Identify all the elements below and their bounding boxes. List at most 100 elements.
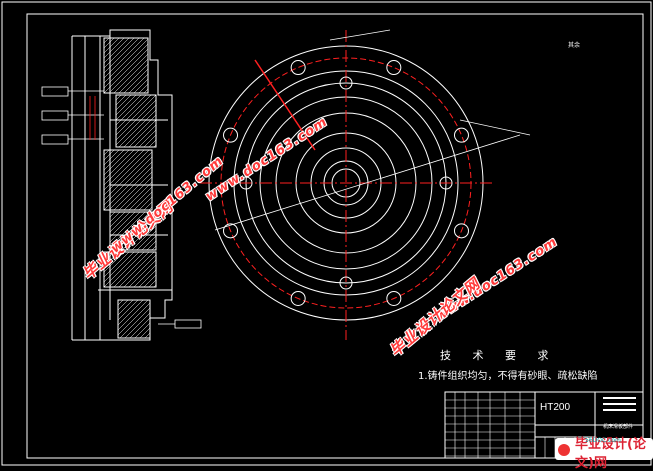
hatch-line xyxy=(103,161,153,211)
hatch-line xyxy=(103,37,110,44)
hatch-line xyxy=(103,37,120,54)
hatch-line xyxy=(103,251,130,278)
hatch-line xyxy=(103,251,110,258)
hatch-line xyxy=(103,37,140,74)
hatch-line xyxy=(128,119,157,148)
hatch-line xyxy=(108,166,153,211)
hatch-line xyxy=(118,63,149,94)
hatch-line xyxy=(138,196,153,211)
hatch-line xyxy=(103,149,145,191)
hatch-line xyxy=(109,211,126,228)
hatch-line xyxy=(108,251,145,288)
section-hatching xyxy=(103,37,157,339)
hatch-line xyxy=(117,299,134,316)
material-label: HT200 xyxy=(540,402,571,413)
hatch-line xyxy=(118,109,157,148)
hatch-line xyxy=(103,37,115,49)
hatch-line xyxy=(103,149,125,171)
hatch-line xyxy=(121,215,157,251)
technical-requirements-title: 技 术 要 求 xyxy=(440,349,558,362)
hatch-line xyxy=(143,274,157,288)
hatch-line xyxy=(134,322,151,339)
hatch-line xyxy=(115,94,122,101)
hatch-line xyxy=(115,94,152,131)
hatch-line xyxy=(143,88,149,94)
hatch-line xyxy=(117,299,144,326)
surface-finish-note: 其余 xyxy=(568,42,581,49)
hatch-line xyxy=(103,37,135,69)
hatch-line xyxy=(129,317,151,339)
hatch-line xyxy=(108,53,149,94)
hatch-line xyxy=(109,211,116,218)
hatch-line xyxy=(103,37,125,59)
bolt-holes xyxy=(223,60,469,306)
hatch-line xyxy=(117,299,149,331)
hatch-line xyxy=(119,307,151,339)
hatch-line xyxy=(103,251,140,288)
hatch-line xyxy=(123,68,149,94)
hatch-line xyxy=(138,269,157,288)
hatch-line xyxy=(118,176,153,211)
hatch-line xyxy=(117,302,151,336)
technical-requirements-item: 1.铸件组织均匀，不得有砂眼、疏松缺陷 xyxy=(418,371,598,382)
hatch-line xyxy=(148,279,157,288)
hatch-line xyxy=(136,230,157,251)
inner-bolt-hole xyxy=(239,176,253,190)
hatch-line xyxy=(103,251,125,273)
bolt-hole xyxy=(290,290,306,306)
hatch-line xyxy=(139,327,151,339)
hatch-line xyxy=(143,134,157,148)
hatch-line xyxy=(113,251,150,288)
hatch-line xyxy=(123,181,153,211)
hatch-line xyxy=(115,94,127,106)
bolt-hole xyxy=(453,223,469,239)
drawing-border-inner xyxy=(26,13,644,459)
hatch-line xyxy=(115,104,157,146)
hatch-line xyxy=(128,186,153,211)
hatch-line xyxy=(148,139,157,148)
hatch-line xyxy=(128,73,149,94)
hatch-line xyxy=(126,220,157,251)
hatch-line xyxy=(103,251,120,268)
hatch-line xyxy=(103,38,149,84)
hatch-line xyxy=(113,58,149,94)
hatch-line xyxy=(103,149,150,196)
part-name-label: 机床滑板部件 xyxy=(603,424,634,430)
hatch-line xyxy=(153,284,157,288)
hatch-line xyxy=(109,211,131,233)
bolt-hole xyxy=(453,127,469,143)
hatch-line xyxy=(109,211,136,238)
hatch-line xyxy=(103,48,149,94)
hatch-line xyxy=(115,94,132,111)
hatch-line xyxy=(144,332,151,339)
hatch-line xyxy=(133,78,149,94)
footer-logo-site: 56DOC.com xyxy=(585,437,621,444)
plan-view xyxy=(200,29,531,340)
hatch-line xyxy=(148,206,153,211)
hatch-line xyxy=(103,37,145,79)
hatch-line xyxy=(123,254,157,288)
hatch-line xyxy=(138,83,149,94)
inner-bolt-hole xyxy=(339,76,353,90)
hatch-line xyxy=(153,144,157,148)
footer-logo[interactable]: 56DOC.com 毕业设计(论文)网 xyxy=(555,437,653,471)
hatch-line xyxy=(124,312,151,339)
hatch-line xyxy=(118,251,155,288)
hatch-line xyxy=(116,211,156,251)
hatch-line xyxy=(111,211,151,251)
hatch-line xyxy=(109,211,146,248)
hatch-line xyxy=(103,149,120,166)
inner-bolt-hole xyxy=(339,276,353,290)
hatch-line xyxy=(103,149,110,156)
hatch-line xyxy=(141,235,157,251)
hatch-line xyxy=(123,114,157,148)
hatch-line xyxy=(109,211,141,243)
hatch-line xyxy=(103,251,115,263)
bolt-hole xyxy=(223,127,239,143)
bolt-hole xyxy=(290,60,306,76)
hatch-line xyxy=(103,156,153,206)
hatch-line xyxy=(143,201,153,211)
hatch-line xyxy=(103,251,135,283)
